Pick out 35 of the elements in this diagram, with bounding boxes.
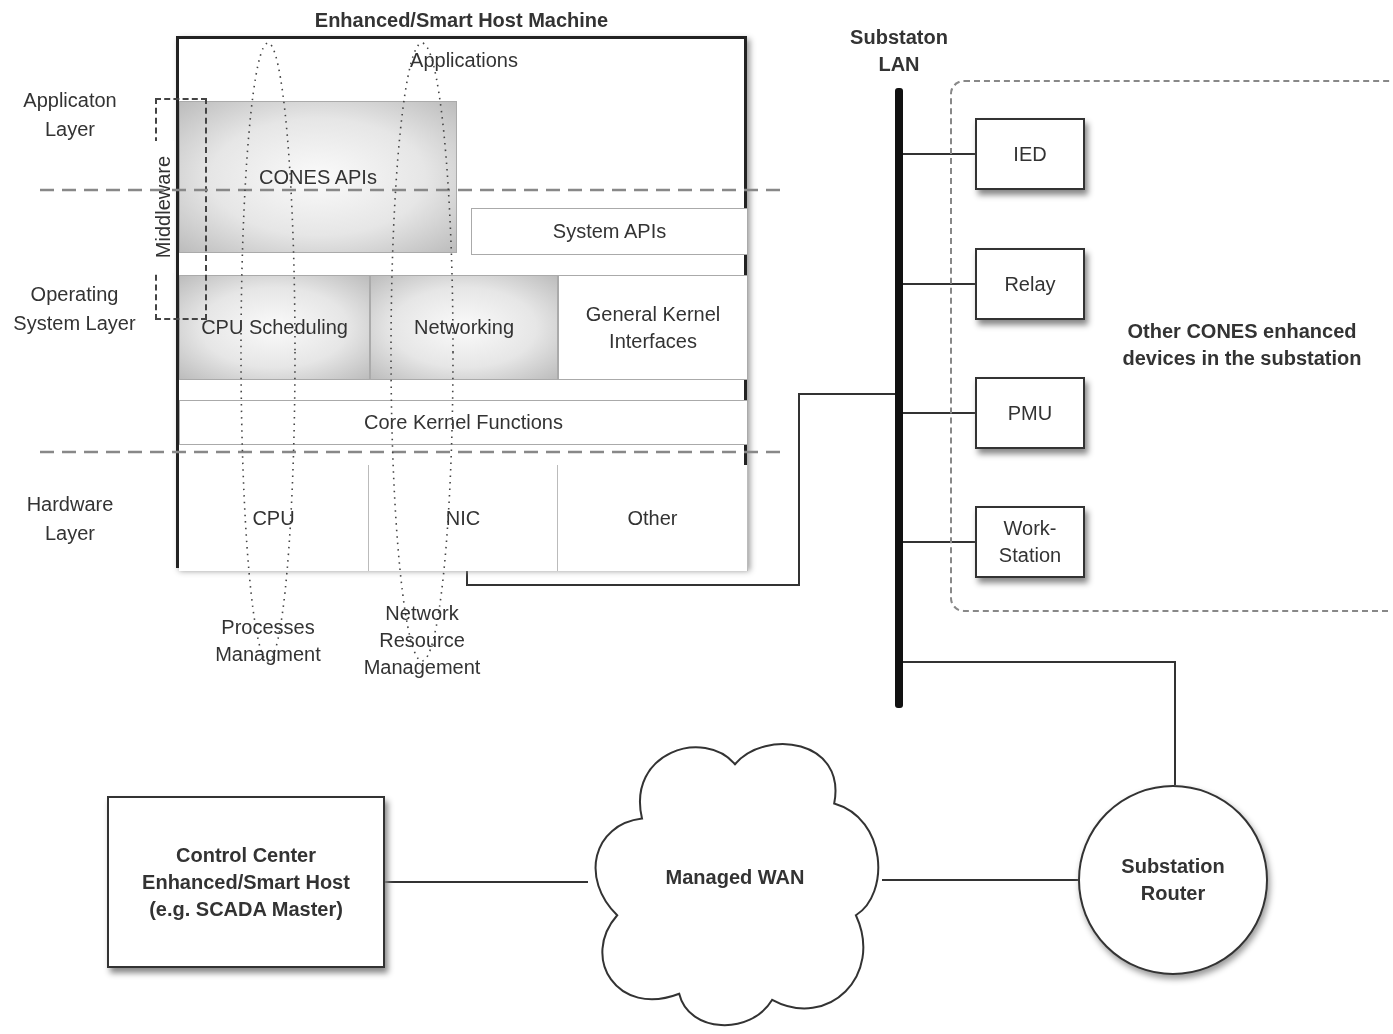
- router-circle: Substation Router: [1078, 785, 1268, 975]
- middleware-box: [155, 98, 207, 320]
- device-box: PMU: [975, 377, 1085, 449]
- connector-line: [902, 541, 976, 543]
- bus-heading: Substaton LAN: [849, 25, 949, 77]
- hardware-block: Other: [558, 465, 748, 571]
- connector-line: [902, 661, 1176, 786]
- diagram-heading: Enhanced/Smart Host Machine: [313, 8, 610, 33]
- hardware-block: NIC: [369, 465, 558, 571]
- api-block: CONES APIs: [179, 101, 457, 253]
- device-box: Relay: [975, 248, 1085, 320]
- ellipse-label: Processes Managment: [214, 615, 322, 667]
- area-label: Applications: [409, 48, 519, 73]
- layer-label: Applicaton Layer: [22, 88, 118, 142]
- api-block: System APIs: [471, 208, 748, 255]
- connector-line: [902, 412, 976, 414]
- kernel-block: CPU Scheduling: [179, 275, 370, 380]
- kernel-block: General Kernel Interfaces: [558, 275, 748, 380]
- device-box: IED: [975, 118, 1085, 190]
- connector-line: [902, 283, 976, 285]
- hardware-block: CPU: [179, 465, 369, 571]
- host-box: Control Center Enhanced/Smart Host (e.g. SCADA Master): [107, 796, 385, 968]
- connector-line: [466, 393, 896, 586]
- layer-label: Operating System Layer: [12, 282, 137, 336]
- connector-line: [384, 881, 589, 883]
- kernel-block: Core Kernel Functions: [179, 400, 748, 445]
- ellipse-label: Network Resource Management: [362, 601, 482, 680]
- dashed-group-box: [950, 80, 1390, 612]
- cloud-label: Managed WAN: [664, 865, 806, 890]
- kernel-block: Networking: [370, 275, 558, 380]
- connector-line: [902, 153, 976, 155]
- layer-label: Hardware Layer: [25, 492, 115, 546]
- connector-line: [881, 879, 1079, 881]
- device-box: Work-Station: [975, 506, 1085, 578]
- group-label: Other CONES enhanced devices in the substation: [1121, 319, 1363, 371]
